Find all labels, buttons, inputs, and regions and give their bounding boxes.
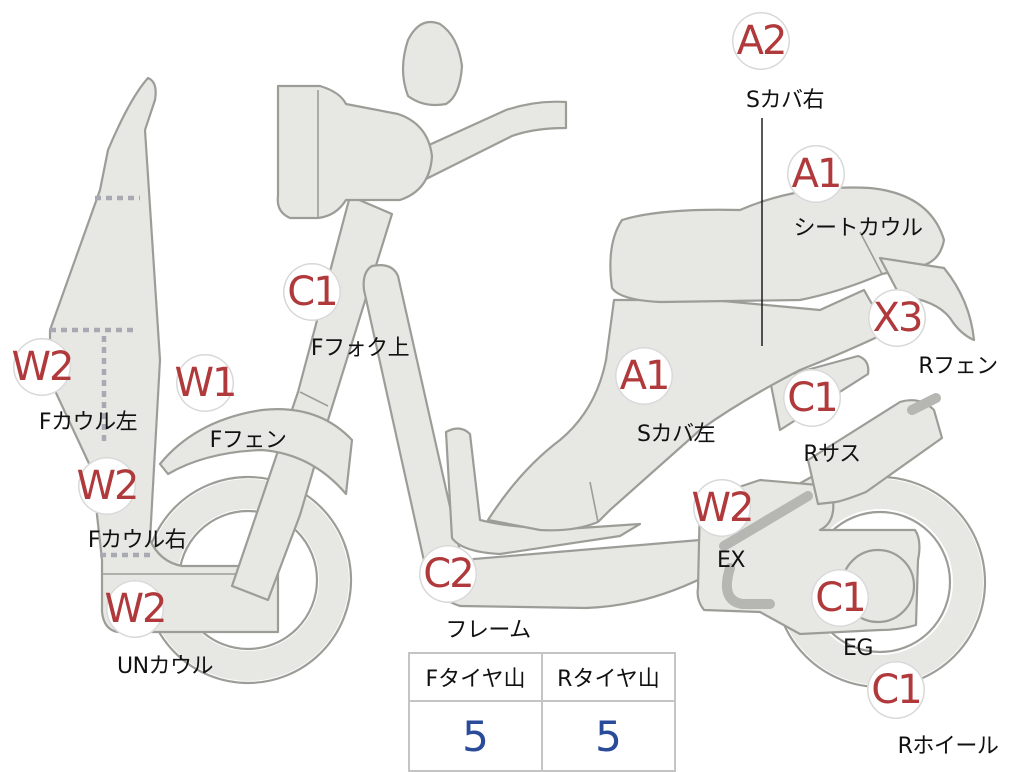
under-cowl-code: W2 <box>105 580 168 638</box>
front-cowl-right-code: W2 <box>77 457 140 515</box>
handlebar-shape <box>416 100 568 182</box>
windscreen-shape <box>401 20 464 107</box>
exhaust-pipe-shape <box>722 563 775 609</box>
frame-code: C2 <box>419 545 477 603</box>
head-cover-shape <box>276 84 434 220</box>
engine-code: C1 <box>811 569 869 627</box>
front-cowl-left-label: Fカウル左 <box>38 410 138 435</box>
front-tire-tread-header: Fタイヤ山 <box>408 652 543 702</box>
rear-tire-tread-header: Rタイヤ山 <box>541 652 676 702</box>
tire-tread-table: Fタイヤ山 Rタイヤ山 5 5 <box>408 652 676 772</box>
rear-wheel-label: Rホイール <box>897 734 999 759</box>
rear-fender-label: Rフェン <box>918 354 998 379</box>
rear-shock-shape <box>806 399 944 506</box>
s-cover-right-code: A2 <box>732 12 790 70</box>
front-fork-upper-label: Fフォク上 <box>310 336 410 361</box>
side-cover-shape <box>486 288 890 532</box>
front-fender-code: W1 <box>175 354 238 412</box>
rear-fender-code: X3 <box>868 289 926 347</box>
front-fender-shape <box>158 408 354 496</box>
front-cowl-right-label: Fカウル右 <box>87 528 187 553</box>
side-cover-left-code: A1 <box>615 347 673 405</box>
exhaust-label: EX <box>717 548 745 573</box>
tire-tread-header-row: Fタイヤ山 Rタイヤ山 <box>408 652 676 702</box>
rear-tire-tread-value: 5 <box>541 700 676 772</box>
front-cowl-left-code: W2 <box>12 338 75 396</box>
rear-suspension-label: Rサス <box>803 442 861 467</box>
rear-wheel-code: C1 <box>867 661 925 719</box>
front-fork-upper-code: C1 <box>283 263 341 321</box>
side-cover-left-label: Sカバ左 <box>637 422 715 447</box>
rear-fender-shape <box>878 256 976 342</box>
frame-label: フレーム <box>445 618 531 643</box>
seat-shape <box>609 186 946 304</box>
seat-cowl-code: A1 <box>787 145 845 203</box>
seat-cowl-label: シートカウル <box>793 216 923 241</box>
under-cowl-label: UNカウル <box>116 654 214 679</box>
tire-tread-value-row: 5 5 <box>408 700 676 772</box>
s-cover-right-label: Sカバ右 <box>746 88 824 113</box>
rear-suspension-code: C1 <box>783 369 841 427</box>
exhaust-code: W2 <box>692 479 755 537</box>
engine-label: EG <box>843 636 873 661</box>
front-fender-label: Fフェン <box>209 428 287 453</box>
front-tire-tread-value: 5 <box>408 700 543 772</box>
